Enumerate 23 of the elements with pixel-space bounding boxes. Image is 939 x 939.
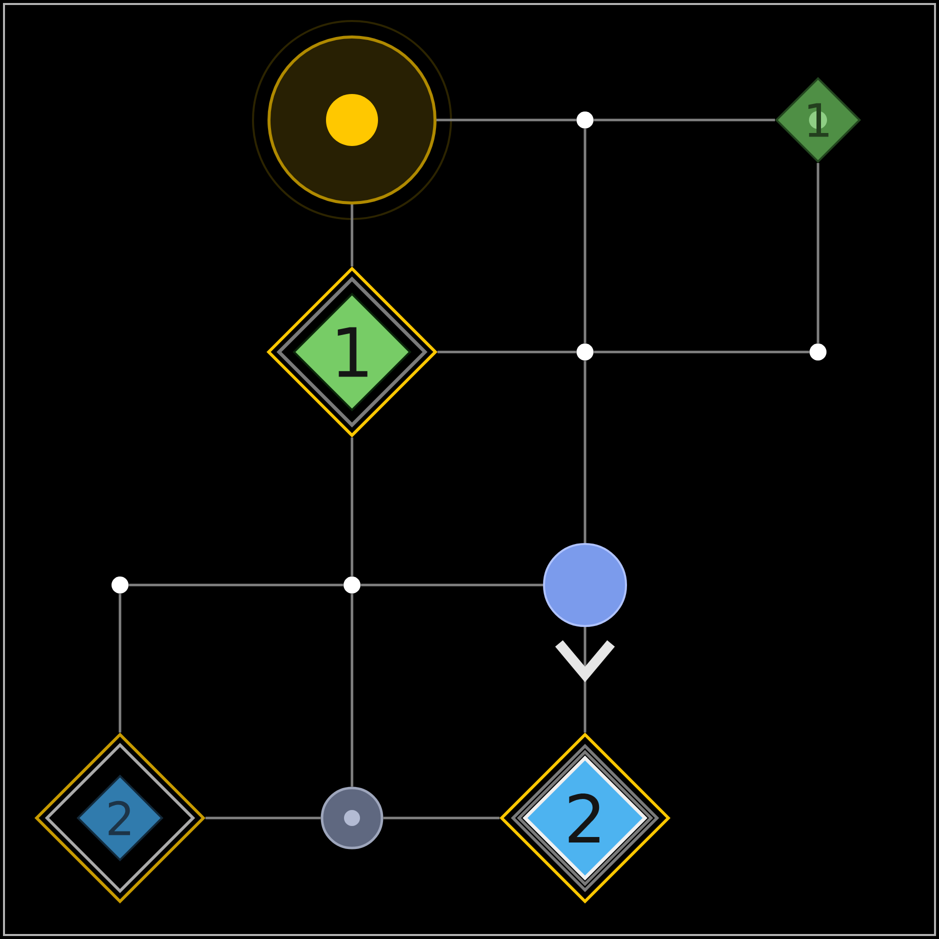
junction-dot	[576, 111, 594, 128]
circle-node	[543, 543, 627, 627]
connector-line	[128, 584, 344, 586]
sun-circle	[252, 20, 452, 220]
junction-dot	[576, 344, 594, 360]
connector-line	[350, 204, 354, 266]
connector-line	[350, 594, 354, 787]
junction-dot	[344, 576, 360, 594]
connector-line	[360, 584, 543, 586]
junction-dot	[112, 576, 128, 594]
junction-dot	[810, 344, 826, 360]
connector-line	[350, 438, 354, 576]
connector-line	[594, 350, 810, 354]
connector-line	[584, 128, 586, 344]
knob-circle	[320, 786, 384, 850]
connector-line	[383, 816, 500, 820]
connector-line	[206, 816, 321, 820]
connector-line	[438, 350, 576, 354]
connector-line	[118, 594, 122, 732]
connector-line	[584, 360, 586, 543]
connector-line	[436, 118, 576, 122]
connector-line	[816, 163, 820, 344]
connector-line	[594, 118, 775, 122]
